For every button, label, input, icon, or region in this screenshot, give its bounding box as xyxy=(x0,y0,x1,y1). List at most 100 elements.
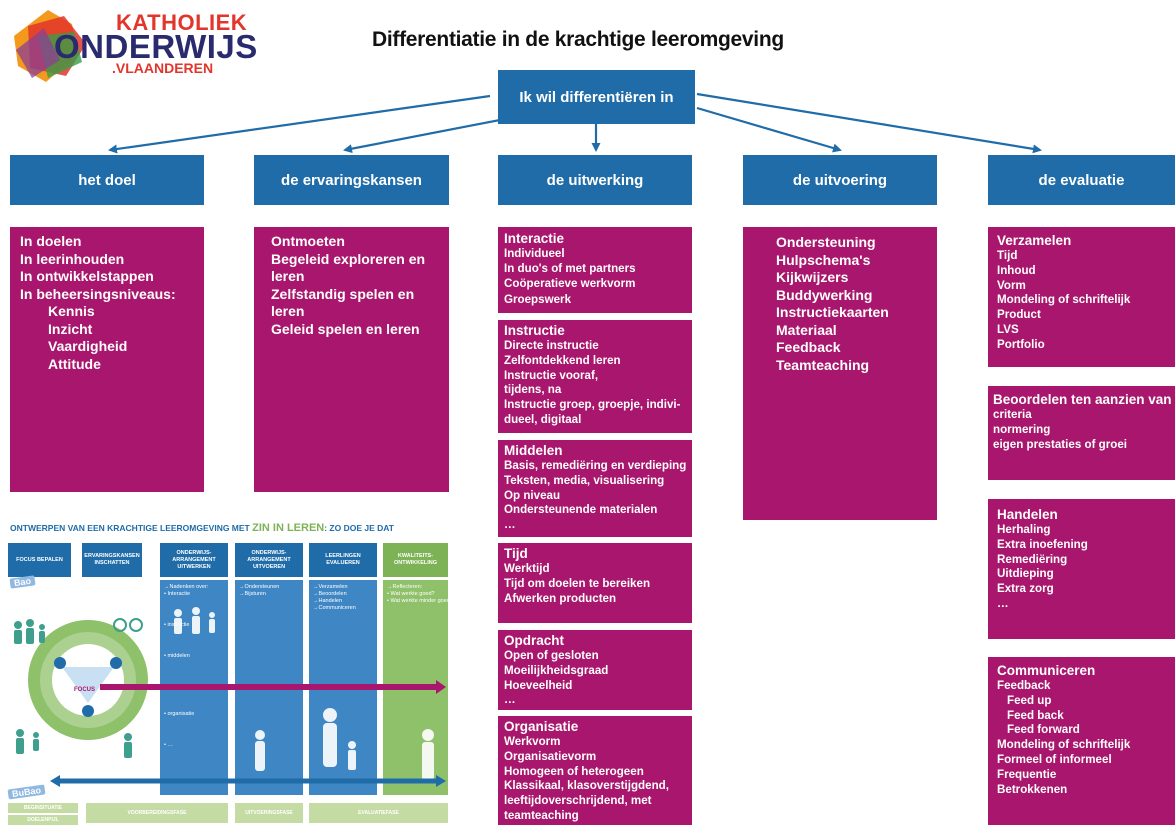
section-heading: Handelen xyxy=(997,507,1058,522)
logo-vlaanderen: .VLAANDEREN xyxy=(112,60,214,76)
inset-head-uitwerken: ONDERWIJS-ARRANGEMENT UITWERKEN xyxy=(160,543,228,577)
list-item: Geleid spelen en leren xyxy=(271,320,420,337)
list-item: Moeilijkheidsgraad xyxy=(504,663,609,677)
list-item: Herhaling xyxy=(997,523,1051,536)
list-item: Remediëring xyxy=(997,552,1068,566)
list-item: Product xyxy=(997,308,1041,322)
list-item: leren xyxy=(271,268,305,284)
list-item: Extra inoefening xyxy=(997,537,1088,551)
list-item: teamteaching xyxy=(504,808,579,822)
list-item: Op niveau xyxy=(504,488,561,502)
page-title: Differentiatie in de krachtige leeromgev… xyxy=(372,28,784,51)
inset-phase-uitvoering: UITVOERINGSFASE xyxy=(235,803,303,823)
list-item: … xyxy=(504,693,516,707)
list-item: Basis, remediëring en verdieping xyxy=(504,459,687,472)
arrow-evaluatie xyxy=(696,92,1042,154)
logo-onderwijs: ONDERWIJS xyxy=(54,28,258,65)
list-item: Homogeen of heterogeen xyxy=(504,764,644,778)
list-item: leren xyxy=(271,303,305,319)
arrow-doel xyxy=(108,94,491,154)
section-heading: Verzamelen xyxy=(997,233,1072,248)
evaluatie-verzamelen-box: Verzamelen Tijd Inhoud Vorm Mondeling of… xyxy=(988,227,1175,367)
list-item: Ondersteunende materialen xyxy=(504,503,658,517)
list-item: Kennis xyxy=(48,303,95,319)
list-item: Organisatievorm xyxy=(504,749,597,763)
list-item: Inhoud xyxy=(997,263,1036,277)
inset-head-focus: FOCUS BEPALEN xyxy=(8,543,71,577)
list-item: Zelfstandig spelen en xyxy=(271,285,415,302)
inset-head-kwaliteit: KWALITEITS-ONTWIKKELING xyxy=(383,543,448,577)
list-item: leeftijdoverschrijdend, met xyxy=(504,794,652,808)
list-item: Feedback xyxy=(997,679,1051,692)
people-silhouette-icon xyxy=(14,618,143,758)
evaluatie-communiceren-box: Communiceren Feedback Feed up Feed back … xyxy=(988,657,1175,825)
list-item: eigen prestaties of groei xyxy=(993,437,1128,451)
uitwerking-interactie-box: Interactie Individueel In duo's of met p… xyxy=(498,227,692,313)
arrow-ervaringskansen xyxy=(343,116,511,154)
doel-box: In doelen In leerinhouden In ontwikkelst… xyxy=(10,227,204,492)
uitwerking-tijd-box: Tijd Werktijd Tijd om doelen te bereiken… xyxy=(498,543,692,623)
section-heading: Tijd xyxy=(504,546,528,561)
ervaringskansen-box: Ontmoeten Begeleid exploreren en leren Z… xyxy=(254,227,449,492)
arrow-uitvoering xyxy=(696,106,842,153)
focus-triangle-icon xyxy=(62,667,114,703)
uitwerking-instructie-box: Instructie Directe instructie Zelfontdek… xyxy=(498,320,692,433)
list-item: Mondeling of schriftelijk xyxy=(997,738,1131,752)
inset-beginsituatie: BEGINSITUATIE xyxy=(8,803,78,813)
list-item: Werkvorm xyxy=(504,735,561,748)
list-item: Directe instructie xyxy=(504,339,599,352)
list-item: Buddywerking xyxy=(776,286,873,303)
list-item: tijdens, na xyxy=(504,383,562,397)
list-item: Vorm xyxy=(997,278,1026,292)
list-item: Hulpschema's xyxy=(776,251,871,268)
inset-focus-label: FOCUS xyxy=(74,687,95,693)
inset-head-evalueren: LEERLINGEN EVALUEREN xyxy=(309,543,377,577)
list-item: Tijd om doelen te bereiken xyxy=(504,576,651,590)
list-item: Feed up xyxy=(1007,693,1052,707)
list-item: Kijkwijzers xyxy=(776,269,849,285)
list-item: Mondeling of schriftelijk xyxy=(997,293,1131,307)
list-item: dueel, digitaal xyxy=(504,412,582,426)
evaluatie-beoordelen-box: Beoordelen ten aanzien van criteria norm… xyxy=(988,386,1175,480)
inset-title: ONTWERPEN VAN EEN KRACHTIGE LEEROMGEVING… xyxy=(10,522,394,534)
root-box: Ik wil differentiëren in xyxy=(498,70,695,124)
list-item: Begeleid exploreren en xyxy=(271,250,426,267)
list-item: Hoeveelheid xyxy=(504,678,573,692)
list-item: Klassikaal, klasoverstijgdend, xyxy=(504,779,669,793)
section-heading: Interactie xyxy=(504,231,565,246)
list-item: Feed back xyxy=(1007,708,1064,722)
list-item: Feed forward xyxy=(1007,723,1080,737)
list-item: Uitdieping xyxy=(997,567,1054,581)
list-item: Instructiekaarten xyxy=(776,304,889,320)
list-item: Open of gesloten xyxy=(504,649,599,662)
section-heading: Organisatie xyxy=(504,719,579,734)
list-item: Zelfontdekkend leren xyxy=(504,353,621,367)
column-header-evaluatie: de evaluatie xyxy=(988,155,1175,205)
list-item: Ontmoeten xyxy=(271,233,345,249)
list-item: Materiaal xyxy=(776,321,837,338)
list-item: In leerinhouden xyxy=(20,250,125,267)
list-item: Vaardigheid xyxy=(48,338,128,354)
inset-graphic: ONTWERPEN VAN EEN KRACHTIGE LEEROMGEVING… xyxy=(0,515,455,825)
list-item: Teamteaching xyxy=(776,356,870,373)
inset-doelenpijl: DOELENPIJL xyxy=(8,815,78,825)
list-item: Instructie groep, groepje, indivi- xyxy=(504,398,681,412)
logo: KATHOLIEK ONDERWIJS .VLAANDEREN xyxy=(8,6,257,86)
uitvoering-box: Ondersteuning Hulpschema's Kijkwijzers B… xyxy=(743,227,937,520)
list-item: In ontwikkelstappen xyxy=(20,268,154,284)
inset-phase-evaluatie: EVALUATIEFASE xyxy=(309,803,448,823)
list-item: In duo's of met partners xyxy=(504,261,636,275)
evaluatie-handelen-box: Handelen Herhaling Extra inoefening Reme… xyxy=(988,499,1175,639)
inset-head-ervaringskansen: ERVARINGSKANSEN INSCHATTEN xyxy=(82,543,142,577)
list-item: Frequentie xyxy=(997,767,1057,781)
section-heading: Instructie xyxy=(504,323,565,338)
uitwerking-opdracht-box: Opdracht Open of gesloten Moeilijkheidsg… xyxy=(498,630,692,710)
list-item: Formeel of informeel xyxy=(997,752,1112,766)
list-item: Coöperatieve werkvorm xyxy=(504,276,636,290)
list-item: Instructie vooraf, xyxy=(504,368,599,382)
list-item: … xyxy=(997,596,1009,610)
section-heading: Communiceren xyxy=(997,663,1096,678)
list-item: Inzicht xyxy=(48,320,93,337)
list-item: LVS xyxy=(997,322,1019,336)
